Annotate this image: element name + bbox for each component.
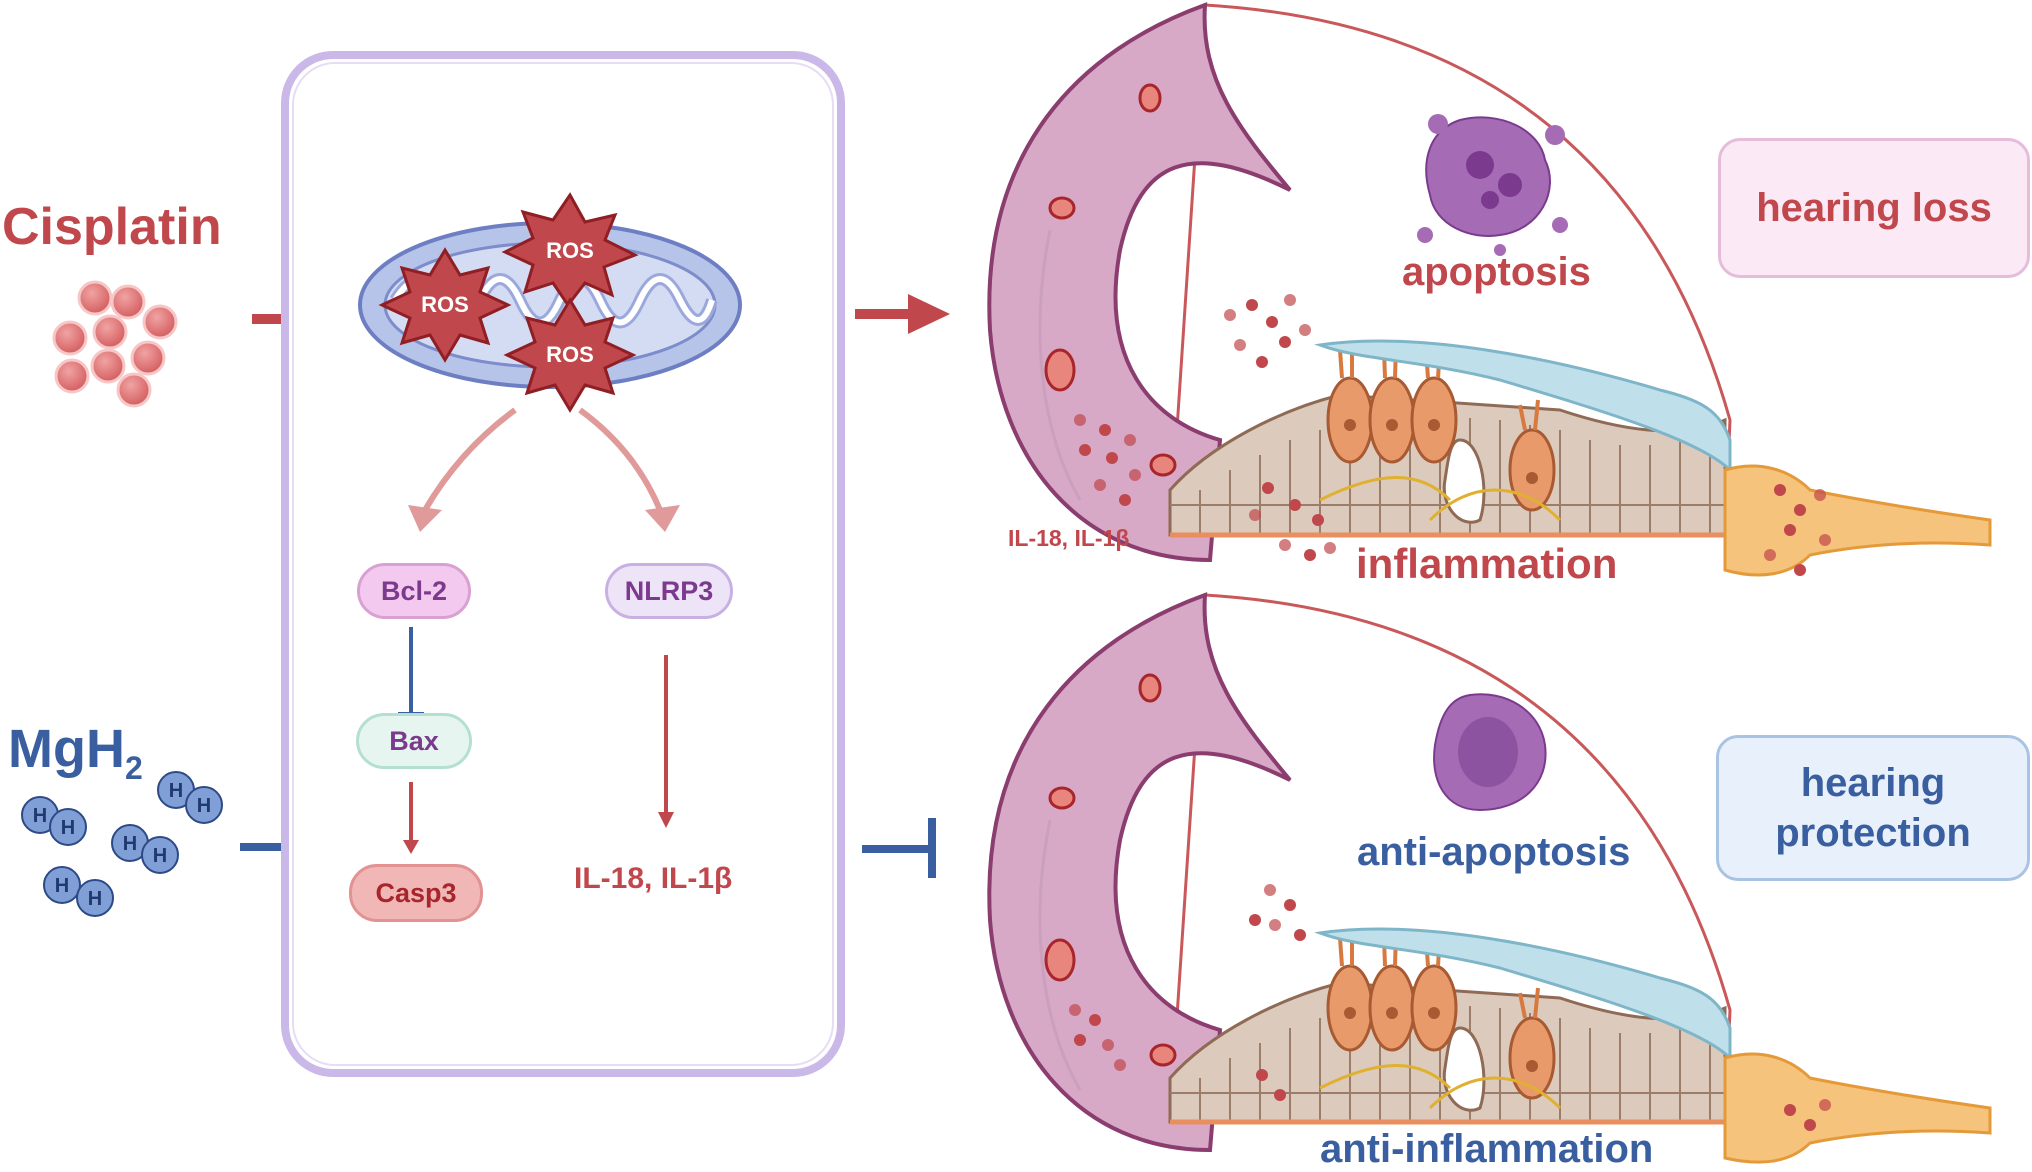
nlrp3-to-il (658, 655, 674, 828)
cochlea-protected (987, 592, 1992, 1164)
mgh2-main: MgH (8, 719, 125, 779)
il-center-label: IL-18, IL-1β (574, 862, 733, 895)
hearing-protection-line2: protection (1775, 811, 1971, 855)
mgh2-label: MgH2 (8, 718, 143, 787)
anti-apoptosis-label: anti-apoptosis (1357, 830, 1631, 874)
protection-inhibitor (862, 818, 936, 878)
apoptosis-label: apoptosis (1402, 250, 1591, 294)
cochlea-damaged (987, 2, 1992, 577)
ros-star: ROS (378, 247, 512, 363)
arrow-to-nlrp3 (578, 407, 663, 512)
hydrogen-atom-label: H (123, 833, 137, 855)
healthy-cell (1433, 693, 1547, 812)
bax-to-casp3 (403, 782, 419, 854)
ros-star: ROS (501, 192, 639, 308)
ros-label: ROS (546, 238, 594, 263)
casp3-node: Casp3 (349, 864, 483, 922)
ros-label: ROS (421, 292, 469, 317)
il-cochlea-label: IL-18, IL-1β (1008, 525, 1130, 551)
hydrogen-atom-label: H (88, 888, 102, 910)
bcl2-node: Bcl-2 (357, 563, 471, 619)
hydrogen-atom-label: H (197, 795, 211, 817)
hydrogen-atom-label: H (55, 875, 69, 897)
hydrogen-atom-label: H (169, 780, 183, 802)
hearing-protection-box: hearing protection (1716, 735, 2030, 881)
cisplatin-label: Cisplatin (2, 198, 222, 256)
damage-arrow (855, 294, 950, 334)
inflammation-label: inflammation (1356, 540, 1618, 587)
hearing-loss-box: hearing loss (1718, 138, 2030, 278)
bax-node: Bax (356, 713, 472, 769)
hearing-protection-line1: hearing (1800, 761, 1946, 805)
hydrogen-atom-label: H (33, 805, 47, 827)
apoptotic-cell (1417, 114, 1568, 256)
hydrogen-atom-label: H (153, 845, 167, 867)
cisplatin-particles (52, 280, 178, 408)
mgh2-subscript: 2 (124, 749, 143, 786)
hydrogen-atom-label: H (61, 817, 75, 839)
ros-star: ROS (503, 297, 637, 413)
mgh2-molecules: H H H H H H H H (21, 771, 223, 917)
anti-inflammation-label: anti-inflammation (1320, 1127, 1654, 1171)
arrow-to-bcl2 (422, 407, 517, 512)
ros-label: ROS (546, 342, 594, 367)
nlrp3-node: NLRP3 (605, 563, 733, 619)
